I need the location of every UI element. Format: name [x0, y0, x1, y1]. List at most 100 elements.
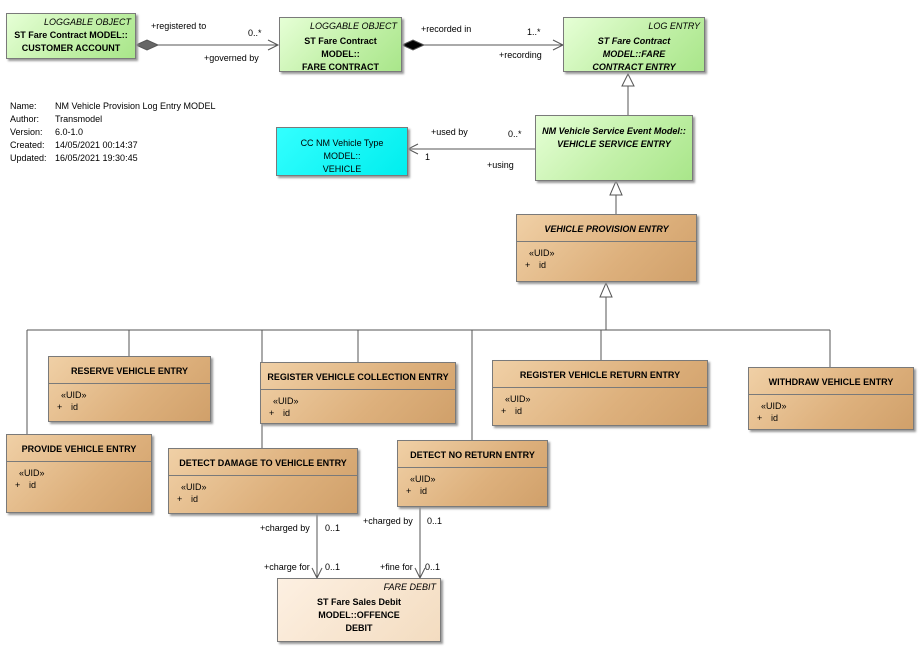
role-recorded-in: +recorded in: [421, 24, 472, 34]
class-title: WITHDRAW VEHICLE ENTRY: [749, 368, 913, 395]
role-using: +using: [487, 160, 514, 170]
arrow-head: [267, 39, 280, 51]
attribute-id: id: [515, 406, 523, 416]
uid-stereotype: «UID»: [61, 390, 87, 400]
role-charged-by: +charged by: [363, 516, 413, 526]
diagram-metadata: Name: NM Vehicle Provision Log Entry MODE…: [10, 100, 216, 165]
class-provide-vehicle-entry[interactable]: PROVIDE VEHICLE ENTRY «UID» + id: [6, 434, 152, 513]
role-charge-for: +charge for: [264, 562, 310, 572]
visibility-marker: +: [757, 413, 763, 423]
aggregation-diamond: [134, 39, 160, 51]
class-title: PROVIDE VEHICLE ENTRY: [7, 435, 151, 462]
multiplicity-label: 0..*: [508, 129, 522, 139]
class-reserve-vehicle-entry[interactable]: RESERVE VEHICLE ENTRY «UID» + id: [48, 356, 211, 422]
stereotype: LOGGABLE OBJECT: [43, 17, 131, 27]
class-detect-no-return-entry[interactable]: DETECT NO RETURN ENTRY «UID» + id: [397, 440, 548, 507]
uid-stereotype: «UID»: [505, 394, 531, 404]
stereotype: FARE DEBIT: [383, 582, 436, 592]
role-used-by: +used by: [431, 127, 468, 137]
attribute-id: id: [539, 260, 547, 270]
multiplicity-label: 1: [425, 152, 431, 162]
multiplicity-label: 0..1: [425, 562, 441, 572]
role-registered-to: +registered to: [151, 21, 207, 31]
class-title: REGISTER VEHICLE COLLECTION ENTRY: [261, 363, 455, 390]
author-key: Author:: [10, 114, 40, 124]
composition-diamond: [400, 39, 426, 51]
attribute-compartment: «UID» + id: [493, 388, 707, 417]
uid-stereotype: «UID»: [273, 396, 299, 406]
attribute-id: id: [420, 486, 428, 496]
version-value: 6.0-1.0: [55, 127, 84, 137]
class-title: REGISTER VEHICLE RETURN ENTRY: [493, 361, 707, 388]
class-title: RESERVE VEHICLE ENTRY: [49, 357, 210, 384]
author-value: Transmodel: [55, 114, 103, 124]
visibility-marker: +: [525, 260, 531, 270]
uid-stereotype: «UID»: [410, 474, 436, 484]
multiplicity-label: 0..1: [325, 523, 341, 533]
class-vehicle[interactable]: CC NM Vehicle Type MODEL:: VEHICLE: [276, 127, 408, 176]
created-key: Created:: [10, 140, 45, 150]
multiplicity-label: 0..*: [248, 28, 262, 38]
class-title: NM Vehicle Service Event Model:: VEHICLE…: [542, 126, 686, 149]
class-register-vehicle-return-entry[interactable]: REGISTER VEHICLE RETURN ENTRY «UID» + id: [492, 360, 708, 426]
arrow-head: [406, 143, 419, 155]
visibility-marker: +: [15, 480, 21, 490]
class-title: DETECT DAMAGE TO VEHICLE ENTRY: [169, 449, 357, 476]
attribute-compartment: «UID» + id: [517, 242, 696, 271]
class-fare-contract-entry[interactable]: LOG ENTRY ST Fare Contract MODEL::FARE C…: [563, 17, 705, 72]
class-title: ST Fare Contract MODEL:: FARE CONTRACT: [302, 36, 379, 72]
stereotype: LOGGABLE OBJECT: [309, 21, 397, 31]
attribute-id: id: [191, 494, 199, 504]
class-fare-contract[interactable]: LOGGABLE OBJECT ST Fare Contract MODEL::…: [279, 17, 402, 72]
class-customer-account[interactable]: LOGGABLE OBJECT ST Fare Contract MODEL::…: [6, 13, 136, 59]
visibility-marker: +: [269, 408, 275, 418]
visibility-marker: +: [177, 494, 183, 504]
generalization-triangle: [609, 179, 623, 196]
class-title: ST Fare Contract MODEL::FARE CONTRACT EN…: [592, 36, 676, 72]
role-charged-by: +charged by: [260, 523, 310, 533]
multiplicity-label: 0..1: [427, 516, 443, 526]
class-offence-debit[interactable]: FARE DEBIT ST Fare Sales Debit MODEL::OF…: [277, 578, 441, 642]
multiplicity-label: 1..*: [527, 27, 541, 37]
attribute-id: id: [283, 408, 291, 418]
class-withdraw-vehicle-entry[interactable]: WITHDRAW VEHICLE ENTRY «UID» + id: [748, 367, 914, 430]
name-key: Name:: [10, 101, 37, 111]
uid-stereotype: «UID»: [181, 482, 207, 492]
created-value: 14/05/2021 00:14:37: [55, 140, 138, 150]
attribute-id: id: [71, 402, 79, 412]
uid-stereotype: «UID»: [19, 468, 45, 478]
role-governed-by: +governed by: [204, 53, 259, 63]
multiplicity-label: 0..1: [325, 562, 341, 572]
generalization-triangle: [599, 281, 613, 298]
stereotype: LOG ENTRY: [648, 21, 700, 31]
uid-stereotype: «UID»: [529, 248, 555, 258]
attribute-compartment: «UID» + id: [7, 462, 151, 491]
class-title: DETECT NO RETURN ENTRY: [398, 441, 547, 468]
attribute-id: id: [771, 413, 779, 423]
class-vehicle-provision-entry[interactable]: VEHICLE PROVISION ENTRY «UID» + id: [516, 214, 697, 282]
attribute-compartment: «UID» + id: [261, 390, 455, 419]
updated-key: Updated:: [10, 153, 47, 163]
role-fine-for: +fine for: [380, 562, 413, 572]
attribute-id: id: [29, 480, 37, 490]
class-register-vehicle-collection-entry[interactable]: REGISTER VEHICLE COLLECTION ENTRY «UID» …: [260, 362, 456, 424]
role-recording: +recording: [499, 50, 542, 60]
version-key: Version:: [10, 127, 43, 137]
visibility-marker: +: [57, 402, 63, 412]
class-title: CC NM Vehicle Type MODEL:: VEHICLE: [300, 138, 384, 174]
updated-value: 16/05/2021 19:30:45: [55, 153, 138, 163]
name-value: NM Vehicle Provision Log Entry MODEL: [55, 101, 216, 111]
attribute-compartment: «UID» + id: [749, 395, 913, 424]
visibility-marker: +: [406, 486, 412, 496]
uid-stereotype: «UID»: [761, 401, 787, 411]
class-title: ST Fare Contract MODEL:: CUSTOMER ACCOUN…: [14, 30, 128, 53]
generalization-triangle: [621, 72, 635, 87]
attribute-compartment: «UID» + id: [398, 468, 547, 497]
attribute-compartment: «UID» + id: [49, 384, 210, 413]
class-detect-damage-to-vehicle-entry[interactable]: DETECT DAMAGE TO VEHICLE ENTRY «UID» + id: [168, 448, 358, 514]
visibility-marker: +: [501, 406, 507, 416]
attribute-compartment: «UID» + id: [169, 476, 357, 505]
class-title: VEHICLE PROVISION ENTRY: [517, 215, 696, 242]
class-vehicle-service-entry[interactable]: NM Vehicle Service Event Model:: VEHICLE…: [535, 115, 693, 181]
